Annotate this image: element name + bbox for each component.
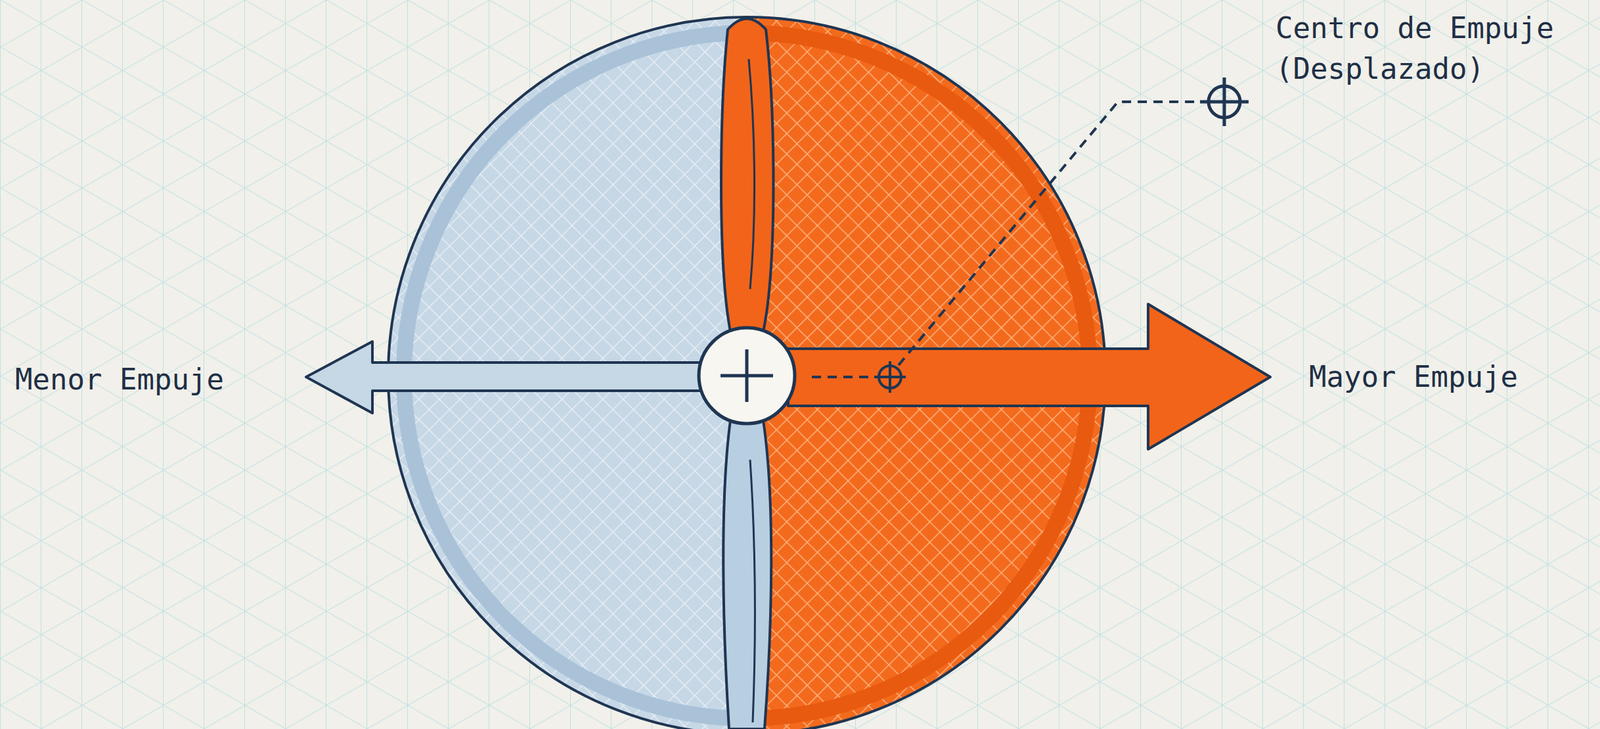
- leader-line: [898, 101, 1197, 366]
- thrust-center-marker: [874, 375, 906, 379]
- high-thrust-arrow: [788, 304, 1271, 450]
- high-thrust-label: Mayor Empuje: [1309, 356, 1585, 398]
- hub-cross: [745, 349, 749, 402]
- blade-edge: [750, 459, 755, 723]
- blade-edge: [748, 59, 755, 289]
- offset-line: [811, 375, 875, 379]
- low-thrust-arrow: [306, 341, 710, 414]
- propeller-blade: [723, 420, 772, 729]
- legend-crosshair: [1200, 100, 1249, 104]
- thrust-center-label: Centro de Empuje (Desplazado): [1275, 7, 1585, 90]
- propeller-hub: [698, 327, 795, 424]
- low-thrust-label: Menor Empuje: [15, 359, 291, 400]
- propeller-blade: [721, 19, 774, 333]
